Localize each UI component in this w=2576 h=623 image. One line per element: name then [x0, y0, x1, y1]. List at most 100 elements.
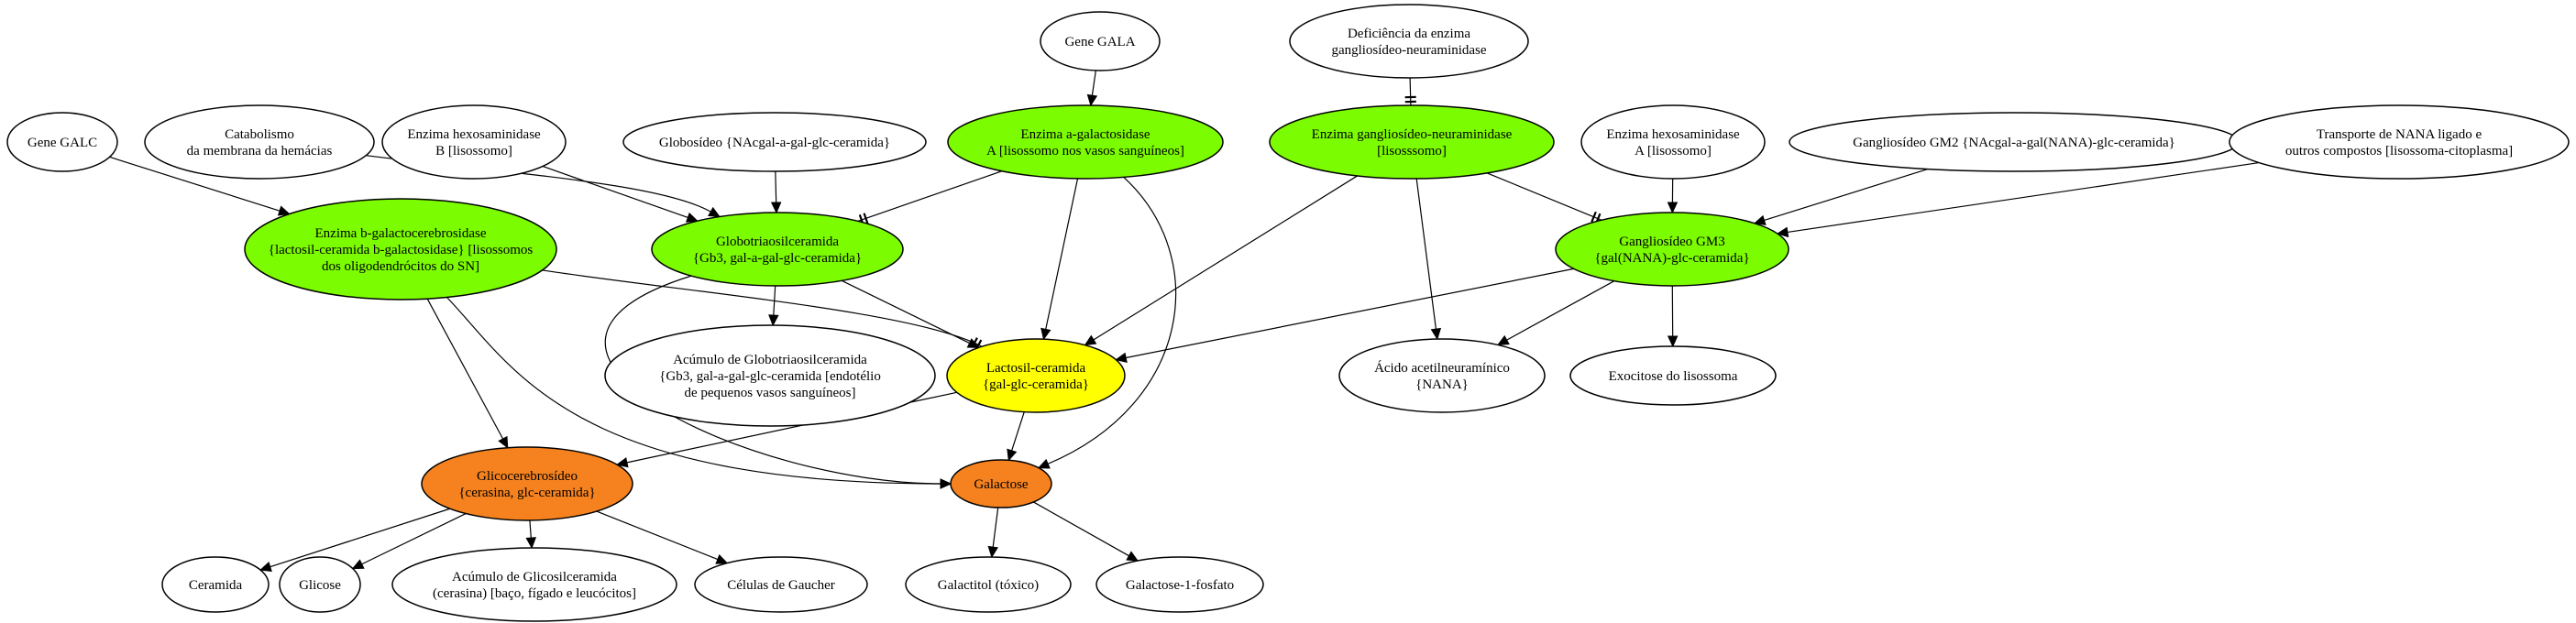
node-label: Transporte de NANA ligado e	[2317, 127, 2482, 142]
node-label: Galactitol (tóxico)	[938, 578, 1039, 593]
node-label: A [lisossomo]	[1635, 144, 1712, 158]
edge-alfa_galacto-to-galactose	[1037, 176, 1177, 469]
node-shape	[694, 556, 868, 613]
node-globosideo: Globosídeo {NAcgal-a-gal-glc-ceramida}	[622, 112, 927, 172]
node-beta-galacto: Enzima b-galactocerebrosidase{lactosil-c…	[244, 198, 557, 301]
arrowhead	[987, 545, 998, 559]
node-shape	[905, 556, 1072, 613]
node-label: {gal(NANA)-glc-ceramida}	[1594, 251, 1749, 266]
arrowhead	[1667, 202, 1679, 214]
arrowhead	[708, 206, 721, 218]
node-shape	[161, 556, 270, 613]
edge-hexb-to-globotriaosil	[542, 165, 699, 223]
arrowhead	[259, 562, 272, 573]
node-label: Globosídeo {NAcgal-a-gal-glc-ceramida}	[659, 136, 890, 150]
edge-line	[1093, 175, 1358, 341]
node-label: Lactosil-ceramida	[986, 361, 1086, 376]
arrowhead	[715, 554, 729, 564]
edge-beta_galacto-to-glicocerebrosideo	[426, 298, 509, 449]
node-gm3: Gangliosídeo GM3{gal(NANA)-glc-ceramida}	[1555, 212, 1789, 287]
arrowhead	[770, 202, 782, 214]
node-label: Enzima gangliosídeo-neuraminidase	[1312, 127, 1513, 142]
node-galactose: Galactose	[950, 459, 1052, 508]
edge-line	[1506, 280, 1615, 341]
edge-line	[542, 165, 688, 219]
node-shape	[622, 112, 927, 172]
edge-alfa_galacto-to-lactosil	[1040, 178, 1079, 341]
edge-line	[361, 513, 467, 565]
node-shape	[1555, 212, 1789, 287]
node-shape	[946, 338, 1126, 413]
edge-line	[1487, 172, 1602, 221]
arrowhead	[1776, 226, 1789, 238]
node-shape	[1095, 556, 1264, 613]
node-shape	[144, 104, 375, 180]
edge-line	[542, 269, 983, 347]
node-galactitol: Galactitol (tóxico)	[905, 556, 1072, 613]
edge-line	[992, 507, 999, 548]
edge-line	[1091, 70, 1096, 96]
arrowhead	[1496, 334, 1510, 346]
node-label: Gene GALA	[1064, 35, 1135, 49]
node-label: Ceramida	[189, 578, 243, 593]
arrowhead	[685, 212, 699, 223]
arrowhead	[1040, 327, 1051, 341]
edge-line	[1033, 501, 1129, 557]
arrowhead	[1037, 458, 1051, 469]
edge-line	[1415, 178, 1437, 330]
arrowhead	[966, 338, 980, 348]
node-label: {gal-glc-ceramida}	[983, 377, 1089, 392]
arrowhead	[1086, 93, 1098, 107]
node-shape	[381, 104, 567, 180]
node-label: Gene GALC	[28, 136, 97, 150]
edge-globotriaosil-to-acumulo_gb3	[768, 285, 779, 327]
node-shape	[651, 212, 904, 287]
arrowhead	[940, 478, 952, 489]
node-galactose1p: Galactose-1-fosfato	[1095, 556, 1264, 613]
node-gaucher: Células de Gaucher	[694, 556, 868, 613]
edge-hexa-to-gm3	[1667, 178, 1679, 214]
node-shape	[1289, 4, 1529, 79]
node-acumulo-glicosil: Acúmulo de Glicosilceramida(cerasina) [b…	[391, 547, 677, 622]
node-label: [lisosssomo]	[1377, 144, 1447, 158]
node-label: Galactose-1-fosfato	[1126, 578, 1234, 593]
node-acumulo-gb3: Acúmulo de Globotriaosilceramida{Gb3, ga…	[604, 324, 936, 427]
node-shape	[950, 459, 1052, 508]
node-shape	[421, 446, 633, 521]
edge-line	[1045, 178, 1079, 330]
edge-line	[1011, 411, 1025, 452]
node-label: {lactosil-ceramida b-galactosidase} [lis…	[269, 243, 534, 257]
edge-neuraminidase-to-lactosil	[1084, 175, 1358, 346]
edge-gene_gala-to-alfa_galacto	[1086, 70, 1098, 107]
edge-line	[1787, 161, 2260, 234]
edge-glicocerebrosideo-to-acumulo_glicosil	[525, 519, 537, 550]
edge-gm3-to-lactosil	[1115, 268, 1574, 364]
edge-line	[270, 508, 450, 568]
edge-gm3-to-acido	[1496, 280, 1615, 346]
node-label: A [lisossomo nos vasos sanguíneos]	[986, 144, 1184, 158]
edge-line	[596, 510, 719, 561]
arrowhead	[1115, 352, 1128, 364]
node-label: Gangliosídeo GM2 {NAcgal-a-gal(NANA)-glc…	[1853, 136, 2175, 150]
edge-gene_galc-to-beta_galacto	[109, 156, 291, 216]
edge-line	[1047, 176, 1177, 465]
node-shape	[604, 324, 936, 427]
edge-galactose-to-galactitol	[987, 507, 999, 559]
node-gene-galc: Gene GALC	[6, 112, 118, 172]
node-shape	[1269, 104, 1555, 180]
edge-glicocerebrosideo-to-glicose	[351, 513, 467, 570]
arrowhead	[525, 537, 537, 550]
node-shape	[279, 556, 361, 613]
edge-galactose-to-galactose1p	[1033, 501, 1139, 562]
node-label: Ácido acetilneuramínico	[1374, 360, 1510, 376]
edge-line	[841, 279, 970, 344]
edge-deficiencia-to-neuraminidase	[1404, 77, 1416, 106]
node-shape	[947, 104, 1224, 180]
node-lactosil: Lactosil-ceramida{gal-glc-ceramida}	[946, 338, 1126, 413]
arrowhead	[768, 314, 779, 327]
